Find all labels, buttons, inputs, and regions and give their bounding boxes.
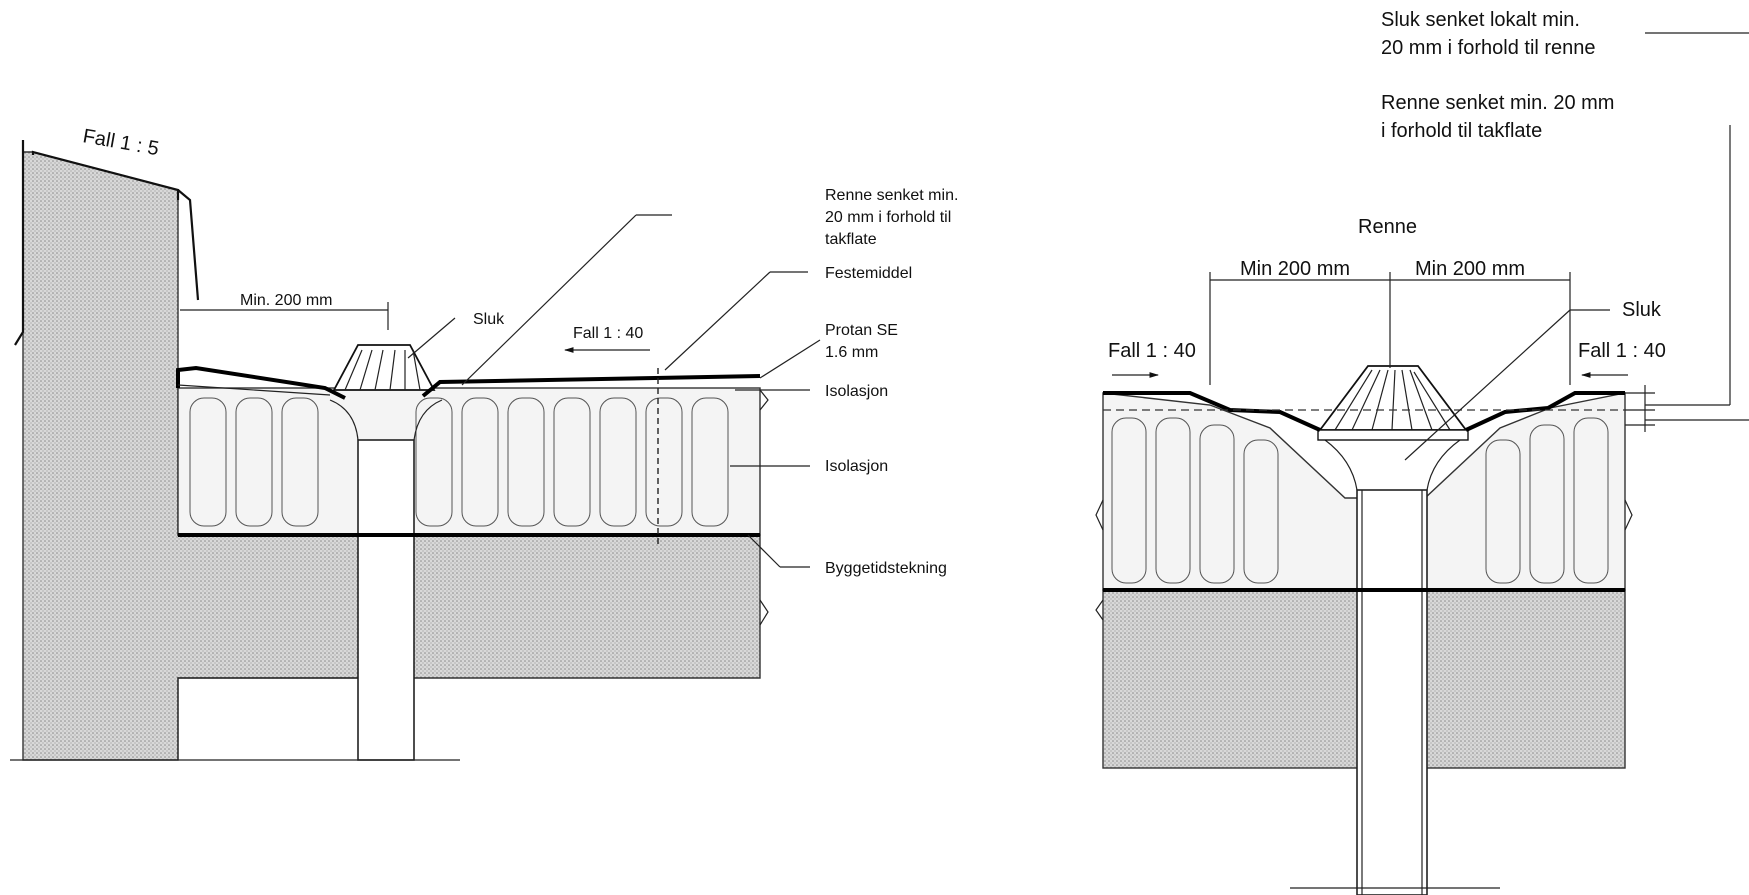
right-detail	[1095, 32, 1749, 895]
left-insulation-ribs	[189, 397, 729, 527]
left-concrete-structure	[22, 151, 761, 761]
right-sluk-label: Sluk	[1622, 299, 1662, 321]
left-insulation	[177, 387, 761, 536]
left-min-200-label: Min. 200 mm	[240, 292, 332, 309]
left-fall-parapet-label: Fall 1 : 5	[81, 125, 160, 160]
right-sluk-senket-line1: Sluk senket lokalt min.	[1381, 9, 1580, 31]
left-festemiddel-label: Festemiddel	[825, 265, 912, 282]
right-renne-senket-line1: Renne senket min. 20 mm	[1381, 92, 1614, 114]
left-protan-line2: 1.6 mm	[825, 344, 878, 361]
right-membrane	[1103, 391, 1625, 432]
right-min-200-left: Min 200 mm	[1240, 258, 1350, 280]
left-isolasjon-mid-label: Isolasjon	[825, 458, 888, 475]
left-renne-senket-line2: 20 mm i forhold til	[825, 209, 951, 226]
left-protan-line1: Protan SE	[825, 322, 898, 339]
left-isolasjon-top-label: Isolasjon	[825, 383, 888, 400]
right-renne-label: Renne	[1358, 216, 1417, 238]
left-drain-pipe	[357, 439, 415, 761]
right-drain-pipe	[1356, 489, 1428, 895]
right-fall-right-label: Fall 1 : 40	[1578, 340, 1666, 362]
left-parapet-capping	[14, 140, 200, 346]
left-fall-roof-label: Fall 1 : 40	[573, 325, 643, 342]
left-detail	[10, 140, 821, 761]
right-renne-senket-line2: i forhold til takflate	[1381, 120, 1542, 142]
right-min-200-right: Min 200 mm	[1415, 258, 1525, 280]
left-membrane	[176, 365, 761, 400]
right-sluk-senket-line2: 20 mm i forhold til renne	[1381, 37, 1596, 59]
left-renne-senket-line3: takflate	[825, 231, 877, 248]
right-insulation-ribs	[1111, 417, 1609, 584]
left-byggetidstekning-label: Byggetidstekning	[825, 560, 947, 577]
right-fall-left-label: Fall 1 : 40	[1108, 340, 1196, 362]
left-sluk-label: Sluk	[473, 311, 505, 328]
left-renne-senket-line1: Renne senket min.	[825, 187, 958, 204]
